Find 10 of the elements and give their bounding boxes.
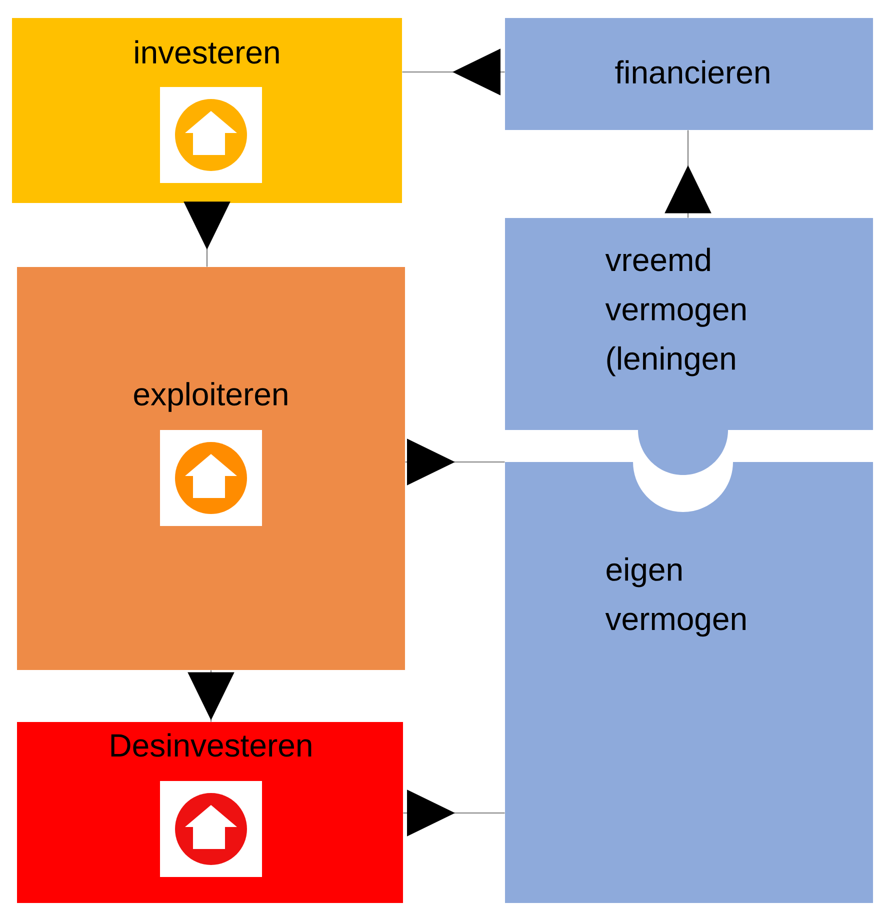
arrow (403, 790, 505, 836)
arrow (184, 202, 230, 267)
process-box: eigen vermogen (505, 462, 873, 903)
arrow (402, 48, 505, 96)
arrow (405, 438, 505, 486)
arrow (664, 130, 712, 218)
arrow (188, 670, 234, 722)
process-box: financieren (505, 18, 873, 130)
process-box: exploiteren (17, 267, 405, 670)
process-box: vreemd vermogen (leningen (505, 218, 873, 430)
